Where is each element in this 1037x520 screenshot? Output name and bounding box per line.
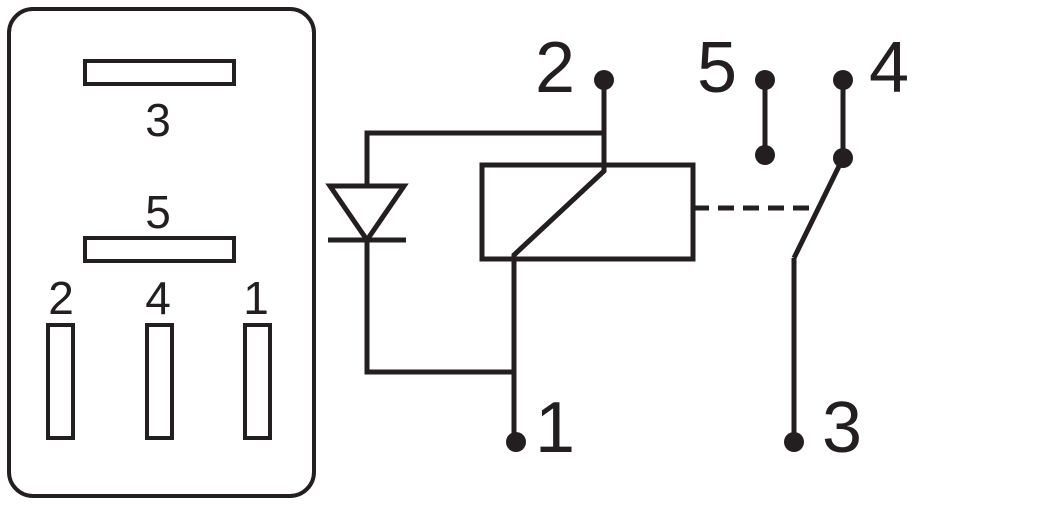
terminal-dot-4 xyxy=(833,70,853,90)
terminal-labels: 2 5 4 1 3 xyxy=(535,28,909,468)
footprint-blade-1 xyxy=(243,323,272,440)
terminal-label-2: 2 xyxy=(535,28,575,108)
relay-coil xyxy=(479,162,696,262)
relay-schematic xyxy=(325,80,846,442)
terminal-dot-4-contact xyxy=(833,148,853,168)
coil-winding xyxy=(511,165,607,259)
terminal-label-4: 4 xyxy=(869,28,909,108)
footprint-label-5: 5 xyxy=(145,186,171,238)
terminal-label-3: 3 xyxy=(822,388,862,468)
footprint-blade-4 xyxy=(145,323,174,440)
terminal-label-1: 1 xyxy=(535,388,575,468)
terminal-dot-2 xyxy=(594,70,614,90)
footprint-blade-3 xyxy=(83,59,236,86)
diode-icon xyxy=(325,183,409,245)
footprint-label-3: 3 xyxy=(145,94,171,146)
terminal-label-5: 5 xyxy=(697,28,737,108)
footprint-label-4: 4 xyxy=(145,272,171,324)
terminal-dot-3 xyxy=(784,432,804,452)
footprint-outline xyxy=(7,7,316,498)
footprint-label-2: 2 xyxy=(48,272,74,324)
switch-arm xyxy=(791,156,846,260)
footprint-label-1: 1 xyxy=(243,272,269,324)
terminal-dots xyxy=(506,70,853,452)
terminal-dot-5-contact xyxy=(755,145,775,165)
terminal-dot-5 xyxy=(755,70,775,90)
diode-wire xyxy=(364,80,607,375)
footprint-blade-2 xyxy=(46,323,75,440)
terminal-dot-1 xyxy=(506,432,526,452)
relay-footprint: 3 5 2 4 1 xyxy=(7,7,316,498)
footprint-blade-5 xyxy=(83,236,236,263)
